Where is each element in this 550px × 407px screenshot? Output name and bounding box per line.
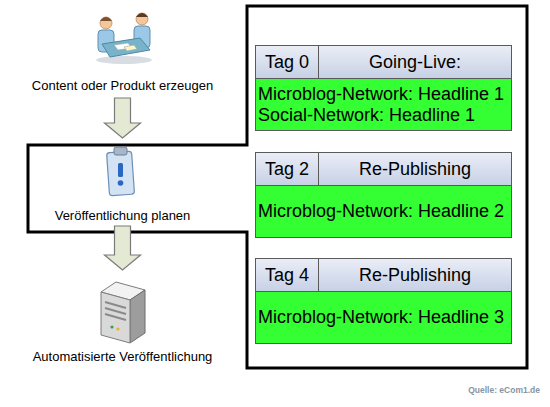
day-cell: Tag 2: [256, 153, 319, 185]
flow-arrow: [105, 98, 141, 138]
clipboard-icon: [107, 147, 135, 196]
day-label: Tag 4: [265, 265, 309, 286]
flow-arrow: [105, 226, 141, 270]
schedule-box: Tag 0 Going-Live: Microblog-Network: Headl…: [255, 45, 512, 131]
phase-cell: Re-Publishing: [319, 259, 511, 291]
phase-cell: Going-Live:: [319, 46, 511, 78]
post-entry: Social-Network: Headline 1: [258, 105, 511, 126]
day-label: Tag 2: [265, 159, 309, 180]
process-step: Content oder Produkt erzeugen: [20, 8, 225, 98]
post-entry: Microblog-Network: Headline 1: [258, 84, 511, 105]
post-list: Microblog-Network: Headline 2: [256, 186, 511, 237]
day-cell: Tag 4: [256, 259, 319, 291]
day-cell: Tag 0: [256, 46, 319, 78]
day-label: Tag 0: [265, 52, 309, 73]
phase-cell: Re-Publishing: [319, 153, 511, 185]
step-label: Veröffentlichung planen: [55, 208, 191, 223]
step-label: Content oder Produkt erzeugen: [32, 78, 213, 93]
post-list: Microblog-Network: Headline 3: [256, 292, 511, 343]
meeting-icon: [96, 13, 152, 64]
phase-title: Re-Publishing: [359, 159, 471, 180]
schedule-box: Tag 2 Re-PublishingMicroblog-Network: Hea…: [255, 152, 512, 238]
box-header: Tag 4 Re-Publishing: [256, 259, 511, 292]
schedule-box: Tag 4 Re-PublishingMicroblog-Network: Hea…: [255, 258, 512, 344]
server-icon: [101, 282, 145, 343]
process-step: Veröffentlichung planen: [20, 138, 225, 226]
post-entry: Microblog-Network: Headline 3: [258, 307, 511, 328]
phase-title: Re-Publishing: [359, 265, 471, 286]
step-label: Automatisierte Veröffentlichung: [33, 349, 213, 364]
box-header: Tag 0 Going-Live:: [256, 46, 511, 79]
post-entry: Microblog-Network: Headline 2: [258, 201, 511, 222]
source-note: Quelle: eCom1.de: [468, 385, 540, 395]
phase-title: Going-Live:: [369, 52, 461, 73]
post-list: Microblog-Network: Headline 1Social-Netw…: [256, 79, 511, 130]
process-step: Automatisierte Veröffentlichung: [20, 270, 225, 365]
schedule-bracket: [28, 6, 527, 368]
box-header: Tag 2 Re-Publishing: [256, 153, 511, 186]
